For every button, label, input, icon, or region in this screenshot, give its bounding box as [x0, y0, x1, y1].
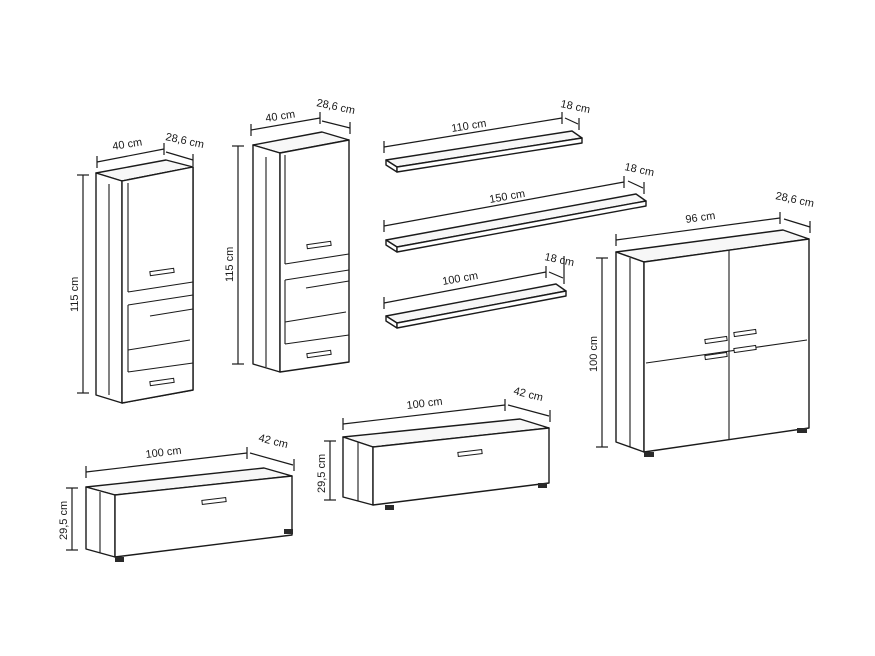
tv-unit-1-depth: 42 cm	[257, 432, 289, 451]
shelf-3-width: 100 cm	[441, 270, 479, 288]
tv-unit-1: 100 cm 42 cm 29,5 cm	[58, 432, 295, 562]
shelf-1-depth: 18 cm	[559, 98, 591, 116]
cabinet-b: 40 cm 28,6 cm 115 cm	[224, 97, 356, 373]
tv-unit-2-height: 29,5 cm	[316, 454, 328, 493]
shelf-1: 110 cm 18 cm	[383, 98, 591, 173]
cabinet-a-depth: 28,6 cm	[164, 131, 205, 151]
cabinet-a: 40 cm 28,6 cm 115 cm	[69, 131, 205, 404]
tv-unit-1-width: 100 cm	[145, 445, 182, 461]
cabinet-c-width: 96 cm	[685, 210, 716, 226]
cabinet-a-height: 115 cm	[69, 277, 81, 312]
tv-unit-2: 100 cm 42 cm 29,5 cm	[316, 385, 551, 510]
cabinet-b-height: 115 cm	[224, 247, 236, 282]
tv-unit-2-width: 100 cm	[406, 396, 443, 412]
cabinet-c: 96 cm 28,6 cm 100 cm	[588, 190, 815, 457]
cabinet-b-depth: 28,6 cm	[315, 97, 356, 117]
shelf-2-depth: 18 cm	[623, 161, 655, 179]
shelf-3-depth: 18 cm	[543, 251, 575, 269]
cabinet-c-height: 100 cm	[588, 336, 600, 372]
tv-unit-1-height: 29,5 cm	[58, 501, 70, 540]
tv-unit-2-depth: 42 cm	[512, 385, 544, 404]
cabinet-b-width: 40 cm	[265, 108, 296, 125]
cabinet-c-depth: 28,6 cm	[774, 190, 815, 210]
cabinet-a-width: 40 cm	[112, 136, 143, 153]
shelf-3: 100 cm 18 cm	[383, 251, 575, 329]
shelf-2: 150 cm 18 cm	[383, 161, 655, 253]
shelf-1-width: 110 cm	[451, 118, 488, 135]
